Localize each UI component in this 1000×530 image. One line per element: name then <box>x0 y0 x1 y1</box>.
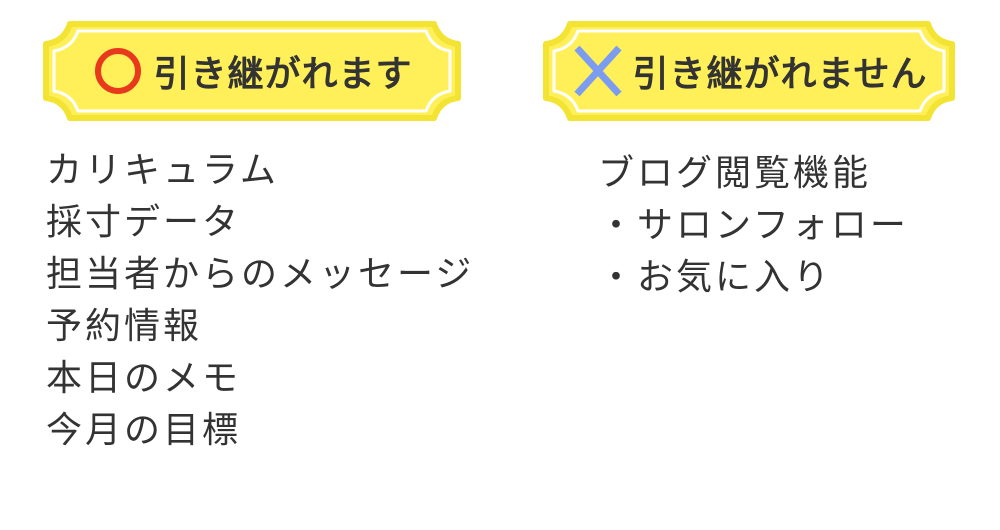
not-inherited-title: 引き継がれません <box>632 54 928 95</box>
list-item: 採寸データ <box>46 202 242 243</box>
badge-frame <box>543 21 955 121</box>
inherited-badge: 引き継がれます <box>42 20 462 122</box>
list-item: ・サロンフォロー <box>598 205 909 246</box>
not-inherited-badge: 引き継がれません <box>542 20 956 122</box>
inherited-title: 引き継がれます <box>153 54 413 95</box>
list-item: 予約情報 <box>46 306 203 347</box>
cross-icon <box>571 44 625 98</box>
badge-frame <box>43 21 461 121</box>
list-item: 今月の目標 <box>46 410 242 451</box>
list-item: 担当者からのメッセージ <box>46 254 475 295</box>
list-item: ブログ閲覧機能 <box>598 153 872 194</box>
inherited-list: カリキュラム 採寸データ 担当者からのメッセージ 予約情報 本日のメモ 今月の目… <box>46 145 474 457</box>
list-item: ・お気に入り <box>598 257 833 298</box>
list-item: 本日のメモ <box>46 358 242 399</box>
circle-icon <box>91 44 145 98</box>
not-inherited-list: ブログ閲覧機能 ・サロンフォロー ・お気に入り <box>598 148 909 304</box>
list-item: カリキュラム <box>46 150 279 191</box>
